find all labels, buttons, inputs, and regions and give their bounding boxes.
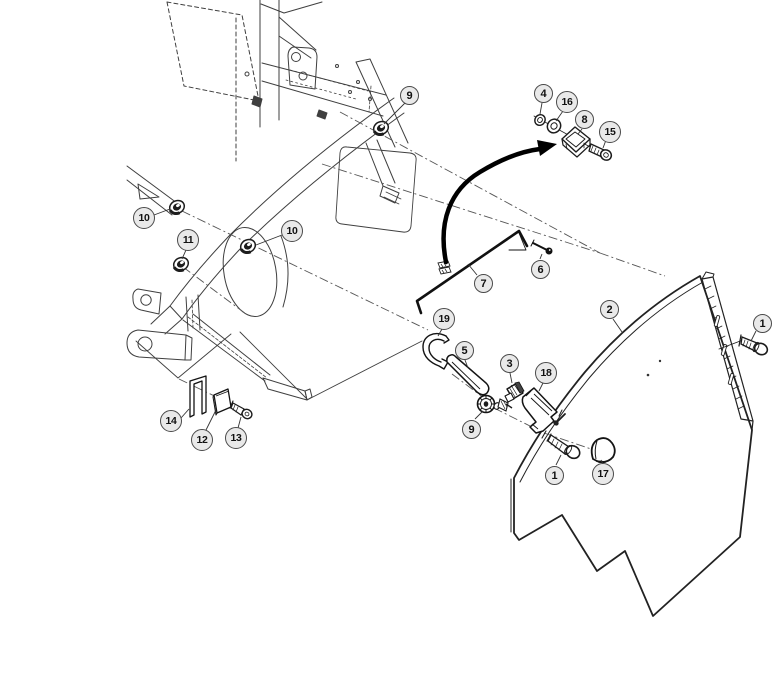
- callout-17[interactable]: 17: [592, 463, 614, 485]
- lower-axis-line: [543, 432, 598, 452]
- frame-structure: [126, 0, 423, 401]
- callout-11[interactable]: 11: [177, 229, 199, 251]
- callout-1-lower[interactable]: 1: [545, 466, 564, 485]
- hook-19: [422, 332, 450, 370]
- callout-13[interactable]: 13: [225, 427, 247, 449]
- callout-8[interactable]: 8: [575, 110, 594, 129]
- clamp-3: [504, 381, 525, 403]
- leader-lines: [153, 102, 757, 466]
- pin-6: [530, 239, 553, 255]
- grommet-11: [172, 256, 190, 273]
- callout-12[interactable]: 12: [191, 429, 213, 451]
- knob-9-lower: [476, 394, 496, 414]
- bolt-1-lower: [541, 430, 581, 460]
- callout-7[interactable]: 7: [474, 274, 493, 293]
- callout-3[interactable]: 3: [500, 354, 519, 373]
- callout-9-lower[interactable]: 9: [462, 420, 481, 439]
- callout-4[interactable]: 4: [534, 84, 553, 103]
- curved-arrow: [441, 140, 557, 265]
- washer-16: [546, 118, 562, 134]
- bracket-18: [521, 387, 558, 434]
- shield-panel: [510, 271, 754, 617]
- washer-4: [534, 113, 546, 127]
- grommet-10-left: [168, 199, 186, 216]
- pin-small: [553, 409, 566, 426]
- bolt-13: [229, 400, 253, 420]
- callout-10-right[interactable]: 10: [281, 220, 303, 242]
- grommet-9: [372, 120, 390, 137]
- callout-18[interactable]: 18: [535, 362, 557, 384]
- callout-10-left[interactable]: 10: [133, 207, 155, 229]
- knob-17: [590, 437, 616, 464]
- channel-14: [189, 375, 207, 418]
- bolt-1-top-right: [718, 334, 769, 356]
- callout-2[interactable]: 2: [600, 300, 619, 319]
- edge-strip: [701, 271, 754, 431]
- rod-7: [415, 229, 529, 315]
- hardware-small-parts: [493, 398, 513, 412]
- callout-9-top[interactable]: 9: [400, 86, 419, 105]
- strap-5: [446, 354, 490, 396]
- grommet-10-right: [239, 238, 257, 255]
- callout-6[interactable]: 6: [531, 260, 550, 279]
- cage-nut-8: [561, 126, 591, 158]
- callout-14[interactable]: 14: [160, 410, 182, 432]
- bolt-15: [588, 143, 613, 161]
- callout-1-top-right[interactable]: 1: [753, 314, 772, 333]
- callout-16[interactable]: 16: [556, 91, 578, 113]
- callout-19[interactable]: 19: [433, 308, 455, 330]
- hardware-group-top: [533, 113, 613, 161]
- callout-5[interactable]: 5: [455, 341, 474, 360]
- callout-15[interactable]: 15: [599, 121, 621, 143]
